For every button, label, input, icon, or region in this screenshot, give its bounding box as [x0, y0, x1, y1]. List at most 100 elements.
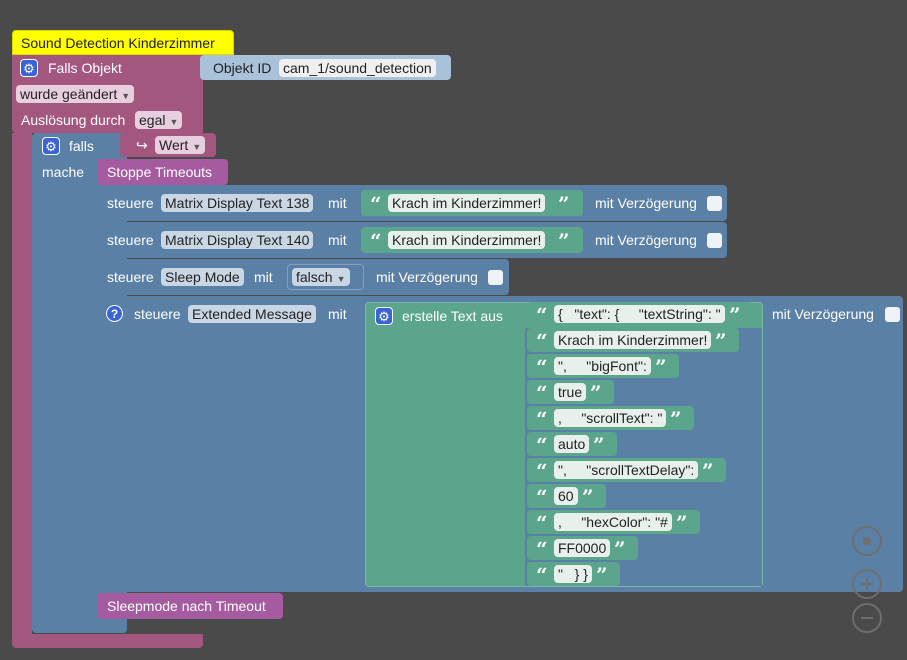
object-id-label: Objekt ID — [213, 60, 272, 76]
stop-timeouts-label: Stoppe Timeouts — [107, 164, 213, 180]
quote-icon: ” — [670, 407, 682, 431]
sleepmode-timeout-label: Sleepmode nach Timeout — [107, 598, 266, 614]
value-block[interactable]: ↪ Wert▼ — [120, 133, 216, 157]
delay-checkbox[interactable] — [885, 307, 900, 322]
text-item[interactable]: “60” — [527, 484, 606, 508]
text-item[interactable]: “", "scrollTextDelay":” — [527, 458, 726, 482]
text-item[interactable]: “ true” — [527, 380, 614, 404]
zoom-in-icon[interactable] — [852, 569, 882, 599]
target-icon[interactable] — [852, 526, 882, 556]
quote-icon: “ — [536, 433, 548, 457]
text-item[interactable]: “ { "text": { "textString": "” — [527, 302, 753, 326]
steuere-label: steuere — [107, 195, 154, 211]
steuere-label: steuere — [134, 306, 181, 322]
zoom-in-icon-v — [866, 578, 868, 590]
zoom-out-icon[interactable] — [852, 603, 882, 633]
quote-icon: ” — [729, 303, 741, 327]
quote-icon: ” — [582, 485, 594, 509]
quote-icon: “ — [370, 192, 382, 216]
text-item[interactable]: “ ", "bigFont":” — [527, 354, 679, 378]
sleepmode-timeout-block[interactable]: Sleepmode nach Timeout — [97, 593, 283, 619]
text-field[interactable]: Krach im Kinderzimmer! — [388, 231, 546, 249]
quote-icon: “ — [536, 329, 548, 353]
text-item[interactable]: “" } }” — [527, 562, 620, 586]
delay-label: mit Verzögerung — [376, 269, 478, 285]
trigger-by-label: Auslösung durch — [21, 112, 126, 128]
quote-icon: “ — [536, 563, 548, 587]
delay-checkbox[interactable] — [488, 270, 503, 285]
delay-checkbox[interactable] — [707, 233, 722, 248]
text-item-field[interactable]: , "scrollText": " — [554, 409, 667, 427]
gear-icon[interactable]: ⚙ — [375, 307, 393, 325]
mit-label: mit — [254, 269, 273, 285]
text-item-field[interactable]: 60 — [554, 487, 578, 505]
target-field[interactable]: Sleep Mode — [161, 268, 244, 286]
quote-icon: ” — [655, 355, 667, 379]
delay-label: mit Verzögerung — [772, 306, 874, 322]
if-label: falls — [69, 138, 94, 154]
stop-timeouts-block[interactable]: Stoppe Timeouts — [97, 159, 228, 185]
delay-label: mit Verzögerung — [595, 232, 697, 248]
steuere-label: steuere — [107, 269, 154, 285]
quote-icon: “ — [536, 407, 548, 431]
control-block-140[interactable]: steuere Matrix Display Text 140 mit “ Kr… — [97, 222, 727, 258]
control-block-sleep[interactable]: steuere Sleep Mode mit falsch▼ mit Verzö… — [97, 259, 509, 295]
trigger-block[interactable]: ⚙ Falls Objekt wurde geändert▼ Auslösung… — [12, 55, 203, 133]
text-item[interactable]: “, "hexColor": "#” — [527, 510, 700, 534]
text-item-field[interactable]: ", "scrollTextDelay": — [554, 461, 699, 479]
target-icon-dot — [863, 537, 871, 545]
text-item-field[interactable]: FF0000 — [554, 539, 611, 557]
script-title[interactable]: Sound Detection Kinderzimmer — [12, 30, 234, 55]
quote-icon: ” — [614, 537, 626, 561]
quote-icon: ” — [558, 192, 570, 216]
text-item-field[interactable]: Krach im Kinderzimmer! — [554, 331, 712, 349]
text-item-field[interactable]: , "hexColor": "# — [554, 513, 672, 531]
object-id-block[interactable]: Objekt ID cam_1/sound_detection — [200, 55, 451, 80]
text-item[interactable]: “ auto” — [527, 432, 617, 456]
quote-icon: “ — [536, 381, 548, 405]
text-item-field[interactable]: true — [554, 383, 587, 401]
target-field[interactable]: Matrix Display Text 140 — [161, 231, 314, 249]
quote-icon: ” — [590, 381, 602, 405]
text-item-field[interactable]: ", "bigFont": — [554, 357, 651, 375]
quote-icon: ” — [715, 329, 727, 353]
target-field[interactable]: Extended Message — [188, 305, 316, 323]
text-block[interactable]: “ Krach im Kinderzimmer! ” — [361, 190, 583, 216]
text-item[interactable]: “ , "scrollText": "” — [527, 406, 694, 430]
help-icon[interactable]: ? — [106, 305, 123, 322]
text-block[interactable]: “ Krach im Kinderzimmer! ” — [361, 227, 583, 253]
quote-icon: ” — [593, 433, 605, 457]
quote-icon: “ — [370, 229, 382, 253]
boolean-dropdown[interactable]: falsch▼ — [292, 268, 350, 286]
gear-icon[interactable]: ⚙ — [20, 59, 38, 77]
chevron-down-icon: ▼ — [121, 91, 131, 101]
text-item-field[interactable]: { "text": { "textString": " — [554, 305, 725, 323]
gear-icon[interactable]: ⚙ — [42, 137, 60, 155]
value-prefix: ↪ — [136, 137, 148, 153]
quote-icon: “ — [536, 303, 548, 327]
object-id-field[interactable]: cam_1/sound_detection — [279, 59, 436, 77]
script-title-text: Sound Detection Kinderzimmer — [21, 35, 215, 51]
text-item[interactable]: “ FF0000” — [527, 536, 638, 560]
text-item[interactable]: “ Krach im Kinderzimmer!” — [527, 328, 739, 352]
mit-label: mit — [328, 306, 347, 322]
quote-icon: “ — [536, 355, 548, 379]
text-item-field[interactable]: auto — [554, 435, 590, 453]
trigger-frame-bottom — [12, 634, 203, 648]
text-item-field[interactable]: " } } — [554, 565, 592, 583]
value-dropdown[interactable]: Wert▼ — [155, 136, 206, 154]
control-block-138[interactable]: steuere Matrix Display Text 138 mit “ Kr… — [97, 185, 727, 221]
chevron-down-icon: ▼ — [336, 274, 346, 284]
boolean-block[interactable]: falsch▼ — [287, 264, 364, 290]
changed-dropdown[interactable]: wurde geändert▼ — [16, 85, 135, 103]
delay-label: mit Verzögerung — [595, 195, 697, 211]
quote-icon: “ — [536, 537, 548, 561]
target-field[interactable]: Matrix Display Text 138 — [161, 194, 314, 212]
trigger-dropdown[interactable]: egal▼ — [135, 111, 183, 129]
zoom-out-icon-h — [861, 617, 873, 619]
delay-checkbox[interactable] — [707, 196, 722, 211]
do-label: mache — [42, 164, 85, 180]
quote-icon: ” — [676, 511, 688, 535]
text-field[interactable]: Krach im Kinderzimmer! — [388, 194, 546, 212]
quote-icon: ” — [558, 229, 570, 253]
